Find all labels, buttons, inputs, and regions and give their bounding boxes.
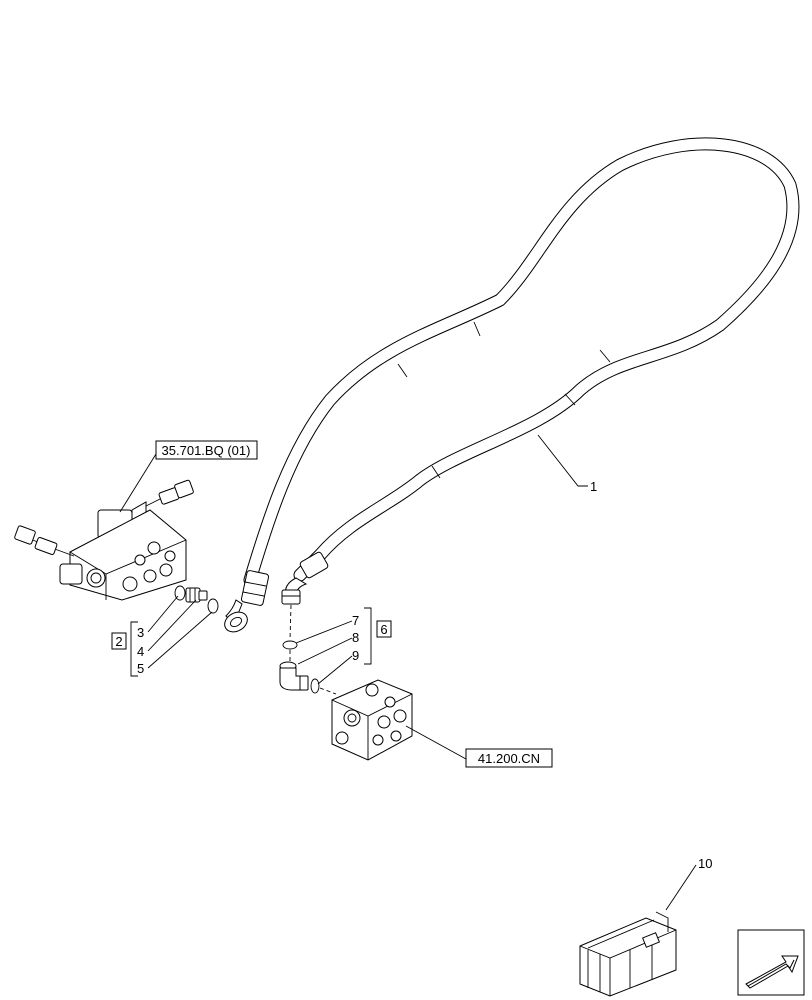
adapter-fitting-4[interactable] (185, 587, 208, 603)
hose-end-fitting-right[interactable] (281, 551, 329, 605)
leader-3 (147, 595, 179, 633)
callout-1: 1 (590, 479, 597, 494)
right-valve-block[interactable] (331, 679, 413, 761)
svg-text:35.701.BQ (01): 35.701.BQ (01) (162, 443, 251, 458)
group-bracket-right: 6 (364, 607, 392, 665)
svg-text:41.200.CN: 41.200.CN (478, 751, 540, 766)
leader-4 (147, 599, 197, 652)
next-page-arrow-icon[interactable] (737, 929, 805, 996)
leader-ref-bottom (405, 725, 467, 760)
callout-7: 7 (352, 613, 359, 628)
o-ring-5[interactable] (207, 598, 219, 614)
elbow-fitting-8[interactable] (279, 661, 309, 691)
o-ring-7[interactable] (282, 640, 298, 650)
group-label-6: 6 (380, 622, 387, 637)
callout-9: 9 (352, 648, 359, 663)
callout-10: 10 (698, 856, 712, 871)
leader-ref-top (119, 453, 157, 513)
hose-end-fitting-left[interactable] (221, 570, 270, 636)
callout-4: 4 (137, 644, 144, 659)
reference-box-top[interactable]: 35.701.BQ (01) (155, 440, 258, 460)
o-ring-9[interactable] (310, 678, 320, 694)
crate-icon[interactable] (579, 911, 677, 997)
callout-3: 3 (137, 625, 144, 640)
reference-box-bottom[interactable]: 41.200.CN (465, 748, 553, 768)
hydraulic-hose[interactable] (243, 137, 800, 587)
leader-1 (537, 434, 588, 487)
leader-5 (147, 611, 213, 669)
callout-8: 8 (352, 630, 359, 645)
leader-9 (317, 655, 353, 685)
group-label-2: 2 (115, 634, 122, 649)
leader-7 (295, 620, 353, 644)
group-bracket-left: 2 (111, 621, 138, 677)
leader-8 (297, 637, 353, 665)
o-ring-3[interactable] (174, 585, 186, 601)
callout-5: 5 (137, 661, 144, 676)
left-valve-block[interactable] (14, 479, 194, 601)
leader-10 (665, 864, 697, 911)
